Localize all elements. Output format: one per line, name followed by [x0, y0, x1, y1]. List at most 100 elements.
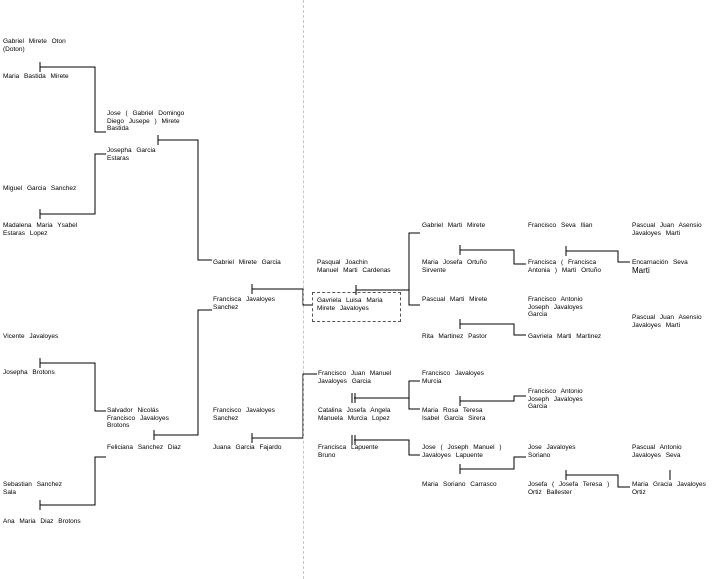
person-name-line: Gabriel Marti Mirete — [422, 222, 486, 229]
person-miguel-garcia-sanchez[interactable]: Miguel Garcia Sanchez — [3, 185, 76, 193]
connector — [354, 439, 420, 456]
person-name-line: Javaloyes Seva — [632, 451, 681, 459]
person-name-line: (Doton) — [3, 45, 25, 53]
person-name-line: Catalina Josefa Angela — [318, 407, 391, 414]
person-name-line: Brotons — [107, 422, 130, 429]
person-josepha-garcia-estaras[interactable]: Josepha Garcia Estaras — [107, 147, 156, 162]
person-francisco-javaloyes-murcia[interactable]: Francisco Javaloyes Murcia — [422, 370, 484, 385]
person-name-line: Francisca Javaloyes — [213, 296, 275, 303]
person-francisca-lapuente-bruno[interactable]: Francisca Lapuente Bruno — [318, 444, 378, 459]
person-francisco-antonio-2[interactable]: Francisco Antonio Joseph Javaloyes Garci… — [528, 388, 583, 411]
person-name-line: Gavriela Marti Martinez — [528, 333, 602, 340]
connector — [40, 362, 106, 412]
person-name-line: Ortiz — [632, 488, 646, 496]
person-gavriela-luisa-maria[interactable]: Gavriela Luisa Maria Mirete Javaloyes — [317, 297, 383, 312]
person-encarnacion-seva-marti[interactable]: Encarnación Seva Marti — [632, 259, 688, 274]
person-juana-garcia-fajardo[interactable]: Juana Garcia Fajardo — [213, 444, 282, 452]
person-maria-josefa-ortuno[interactable]: Maria Josefa Ortuño Sirvente — [422, 259, 487, 274]
person-pascual-marti-mirete[interactable]: Pascual Marti Mirete — [422, 296, 487, 304]
person-name-line: Miguel Garcia Sanchez — [3, 185, 77, 192]
person-name-line: Gavriela Luisa Maria — [317, 297, 383, 304]
person-josefa-josefa-teresa[interactable]: Josefa ( Josefa Teresa ) Ortiz Ballester — [528, 481, 609, 496]
connector — [354, 380, 420, 399]
connector — [408, 398, 420, 410]
person-maria-soriano-carrasco[interactable]: Maria Soriano Carrasco — [422, 481, 497, 489]
person-name-line: Sebastian Sanchez — [3, 481, 63, 488]
connector — [566, 250, 630, 263]
person-name-line: Francisca Lapuente — [318, 444, 379, 451]
person-name-line: Encarnación Seva — [632, 259, 688, 266]
connector — [566, 474, 630, 488]
person-pascual-antonio-javaloyes[interactable]: Pascual Antonio Javaloyes Seva — [632, 444, 682, 459]
person-name-line: Isabel Garcia Sirera — [422, 414, 486, 422]
person-name-line: Josepha Garcia — [107, 147, 156, 154]
person-maria-gracia-javaloyes[interactable]: Maria Gracia Javaloyes Ortiz — [632, 481, 706, 496]
person-gavriela-marti-martinez[interactable]: Gavriela Marti Martinez — [528, 333, 601, 341]
person-name-line: Maria Josefa Ortuño — [422, 259, 487, 266]
person-francisco-juan-manuel[interactable]: Francisco Juan Manuel Javaloyes Garcia — [318, 370, 391, 385]
person-gabriel-marti-mirete[interactable]: Gabriel Marti Mirete — [422, 222, 485, 230]
person-name-line: Gabriel Mirete Oton — [3, 38, 66, 45]
person-name-line: Francisco Juan Manuel — [318, 370, 392, 377]
person-francisco-antonio-1[interactable]: Francisco Antonio Joseph Javaloyes Garci… — [528, 296, 583, 319]
person-francisco-javaloyes-sanchez[interactable]: Francisco Javaloyes Sanchez — [213, 407, 275, 422]
person-name-line: Manuela Murcia Lopez — [318, 414, 390, 422]
person-maria-rosa-teresa[interactable]: Maria Rosa Teresa Isabel Garcia Sirera — [422, 407, 485, 422]
person-pascual-juan-asensio-1[interactable]: Pascual Juan Asensio Javaloyes Marti — [632, 222, 702, 237]
person-name-line: Francisco Javaloyes — [213, 407, 275, 414]
person-name-line: Sala — [3, 488, 17, 496]
person-josepha-brotons[interactable]: Josepha Brotons — [3, 369, 55, 377]
person-gabriel-mirete-garcia[interactable]: Gabriel Mirete Garcia — [213, 259, 281, 267]
person-name-line: Francisco Antonio — [528, 296, 583, 303]
person-name-line: Francisco Antonio — [528, 388, 583, 395]
person-name-line: Maria Rosa Teresa — [422, 407, 483, 414]
connector — [356, 232, 420, 291]
person-name-line: Josefa ( Josefa Teresa ) — [528, 481, 610, 488]
connector — [460, 456, 526, 470]
person-ana-maria-diaz-brotons[interactable]: Ana Maria Diaz Brotons — [3, 518, 81, 526]
person-name-line: Vicente Javaloyes — [3, 333, 59, 340]
person-catalina-josefa-angela[interactable]: Catalina Josefa Angela Manuela Murcia Lo… — [318, 407, 391, 422]
person-name-line: Estaras — [107, 154, 130, 162]
connector — [40, 66, 106, 133]
person-name-line: Diego Jusepe ) Mirete — [107, 117, 180, 125]
person-rita-martinez-pastor[interactable]: Rita Martinez Pastor — [422, 333, 487, 341]
connector — [154, 309, 212, 436]
person-name-line: Rita Martinez Pastor — [422, 333, 487, 340]
person-feliciana-sanchez-diaz[interactable]: Feliciana Sanchez Diaz — [107, 444, 181, 452]
person-pasqual-joachin[interactable]: Pasqual Joachin Manuel Marti Cardenas — [317, 259, 391, 274]
person-maria-bastida-mirete[interactable]: Maria Bastida Mirete — [3, 73, 69, 81]
person-salvador-nicolas[interactable]: Salvador Nicolás Francisco Javaloyes Bro… — [107, 407, 169, 430]
person-gabriel-mirete-oton[interactable]: Gabriel Mirete Oton (Doton) — [3, 38, 66, 53]
person-name-line: Estaras Lopez — [3, 229, 48, 237]
person-name-line: Jose ( Joseph Manuel ) — [422, 444, 502, 451]
person-jose-joseph-manuel[interactable]: Jose ( Joseph Manuel ) Javaloyes Lapuent… — [422, 444, 502, 459]
person-name-line: Ana Maria Diaz Brotons — [3, 518, 81, 525]
person-name-line: Murcia — [422, 377, 442, 385]
selected-person-highlight — [312, 292, 401, 322]
person-name-line: Sanchez — [213, 414, 239, 422]
person-name-line: Jose Javaloyes — [528, 444, 576, 451]
person-name-line: Pasqual Joachin — [317, 259, 368, 266]
connector — [460, 395, 526, 402]
person-name-line: Feliciana Sanchez Diaz — [107, 444, 181, 451]
person-vicente-javaloyes[interactable]: Vicente Javaloyes — [3, 333, 58, 341]
person-name-line: Pascual Juan Asensio — [632, 314, 702, 321]
person-name-line: Javaloyes Garcia — [318, 377, 371, 385]
person-francisca-javaloyes-sanchez[interactable]: Francisca Javaloyes Sanchez — [213, 296, 275, 311]
person-name-line: Joseph Javaloyes — [528, 395, 583, 403]
person-name-line: Mirete Javaloyes — [317, 304, 369, 312]
person-francisca-antonia-marti[interactable]: Francisca ( Francisca Antonia ) Marti Or… — [528, 259, 601, 274]
person-pascual-juan-asensio-2[interactable]: Pascual Juan Asensio Javaloyes Marti — [632, 314, 702, 329]
person-name-line: Francisco Seva Ilian — [528, 222, 593, 229]
person-name-line: Ortiz Ballester — [528, 488, 572, 496]
person-jose-gabriel-domingo[interactable]: Jose ( Gabriel Domingo Diego Jusepe ) Mi… — [107, 110, 184, 133]
person-name-line: Maria Bastida Mirete — [3, 73, 69, 80]
person-madalena-maria-ysabel[interactable]: Madalena Maria Ysabel Estaras Lopez — [3, 222, 77, 237]
connector — [460, 323, 526, 336]
person-francisco-seva-ilian[interactable]: Francisco Seva Ilian — [528, 222, 593, 230]
person-sebastian-sanchez-sala[interactable]: Sebastian Sanchez Sala — [3, 481, 62, 496]
person-jose-javaloyes-soriano[interactable]: Jose Javaloyes Soriano — [528, 444, 575, 459]
